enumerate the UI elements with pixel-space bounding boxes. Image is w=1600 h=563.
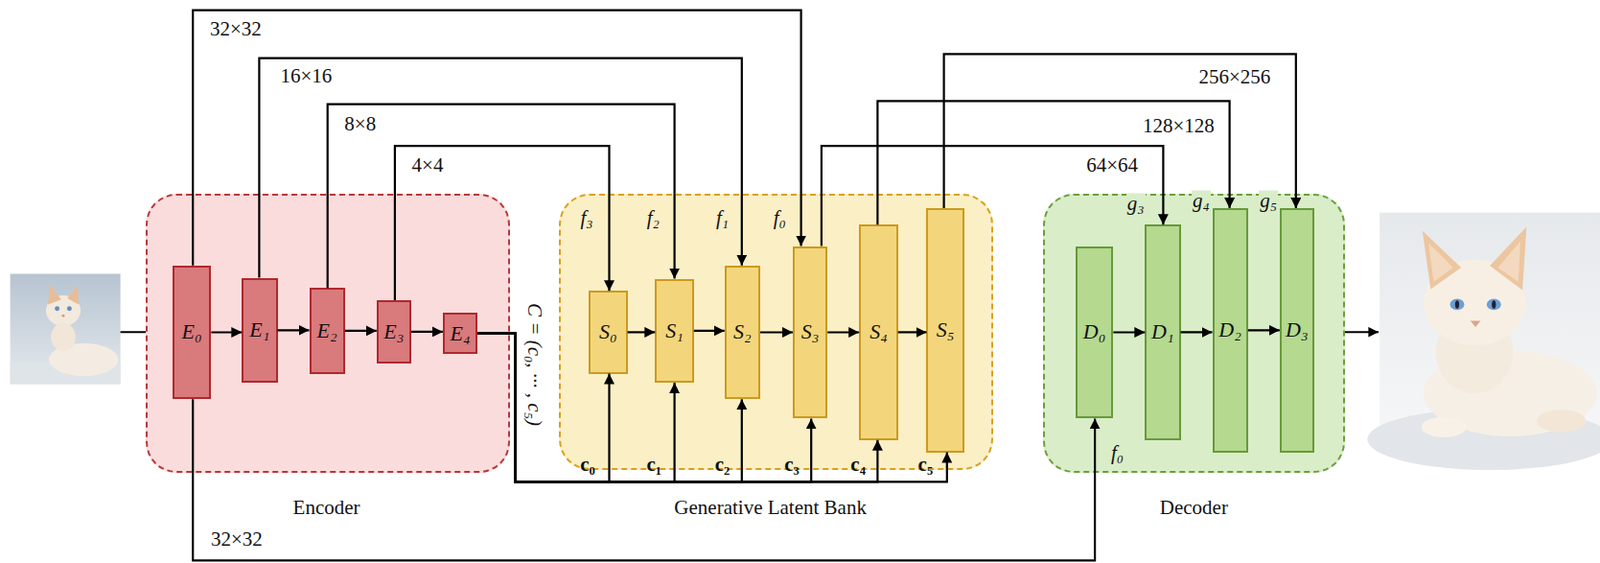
block-label: D₂: [1218, 319, 1242, 341]
illustration-part: [47, 284, 62, 304]
illustration-part: [1421, 417, 1467, 438]
block-box: S₁: [654, 278, 694, 384]
block-label: E₂: [317, 320, 338, 342]
illustration-part: [1491, 300, 1496, 309]
block-box: S₄: [858, 224, 898, 441]
feature-label: f₀: [772, 207, 788, 228]
block-box: E₂: [309, 287, 346, 373]
illustration-part: [1428, 243, 1454, 282]
illustration-part: [1470, 321, 1482, 327]
code-vector-label: c₃: [783, 454, 801, 475]
connector-arrow: [944, 53, 1297, 209]
resolution-label: 64×64: [1085, 155, 1139, 176]
illustration-part: [1536, 409, 1586, 432]
block-label: D₁: [1151, 321, 1175, 343]
group-title: Generative Latent Bank: [673, 497, 867, 518]
feature-label: g₅: [1258, 189, 1278, 210]
code-vector-label: c₄: [849, 454, 867, 475]
block-box: S₃: [792, 246, 828, 419]
illustration-part: [10, 274, 121, 385]
feature-label: f₁: [715, 207, 730, 228]
block-label: S₄: [869, 321, 888, 343]
code-vector-label: c₁: [645, 454, 663, 475]
feature-label: f₃: [579, 207, 594, 228]
block-box: S₂: [724, 265, 761, 399]
block-label: S₀: [599, 321, 618, 343]
illustration-part: [54, 305, 60, 311]
resolution-label: 16×16: [278, 65, 333, 86]
block-label: E₀: [182, 321, 203, 343]
block-box: S₅: [926, 208, 964, 452]
illustration-part: [1486, 299, 1502, 311]
block-label: E₁: [249, 319, 270, 341]
code-vector-label: c₀: [579, 454, 597, 475]
feature-label: f₀: [1110, 441, 1125, 463]
latent-codes-label: C = (c₀, ··· , c₅): [523, 301, 544, 427]
resolution-label: 128×128: [1141, 115, 1216, 136]
code-vector-label: c₂: [714, 454, 732, 475]
block-box: D₂: [1212, 208, 1249, 452]
group-title: Encoder: [293, 497, 361, 518]
illustration-part: [1450, 299, 1465, 311]
block-box: E₁: [241, 278, 278, 384]
block-box: E₄: [442, 312, 478, 355]
illustration-part: [1498, 240, 1521, 282]
illustration-part: [1489, 227, 1527, 291]
illustration-part: [62, 314, 66, 318]
block-box: E₃: [376, 300, 412, 364]
resolution-label: 32×32: [209, 529, 264, 550]
illustration-part: [1455, 300, 1460, 309]
group-region: DecoderD₀D₁D₂D₃: [1043, 193, 1345, 473]
group-region: Generative Latent BankS₀S₁S₂S₃S₄S₅: [558, 193, 993, 469]
resolution-label: 256×256: [1198, 66, 1273, 87]
block-label: D₃: [1285, 319, 1309, 341]
illustration-part: [67, 305, 72, 311]
group-region: EncoderE₀E₁E₂E₃E₄: [145, 193, 511, 473]
block-label: S₃: [801, 321, 820, 343]
block-box: D₃: [1279, 208, 1315, 452]
block-box: E₀: [172, 265, 211, 399]
block-label: S₅: [936, 319, 955, 341]
feature-label: f₂: [646, 207, 661, 228]
block-label: S₁: [665, 320, 684, 342]
feature-label: g₄: [1191, 189, 1211, 210]
block-box: D₁: [1144, 224, 1181, 441]
output-cat-photo: [1367, 212, 1600, 470]
resolution-label: 4×4: [411, 155, 445, 176]
block-label: S₂: [733, 321, 752, 343]
illustration-part: [67, 284, 79, 304]
resolution-label: 8×8: [343, 113, 377, 134]
block-label: E₃: [383, 321, 404, 343]
code-vector-label: c₅: [917, 454, 935, 475]
block-label: D₀: [1083, 321, 1107, 343]
block-box: D₀: [1075, 246, 1114, 419]
group-title: Decoder: [1159, 497, 1229, 518]
resolution-label: 32×32: [208, 18, 263, 39]
feature-label: g₃: [1126, 192, 1146, 213]
block-label: E₄: [449, 323, 470, 345]
illustration-part: [50, 323, 76, 352]
input-cat-photo: [10, 274, 121, 385]
illustration-part: [1422, 231, 1461, 290]
block-box: S₀: [588, 290, 627, 373]
illustration-part: [1379, 212, 1600, 448]
